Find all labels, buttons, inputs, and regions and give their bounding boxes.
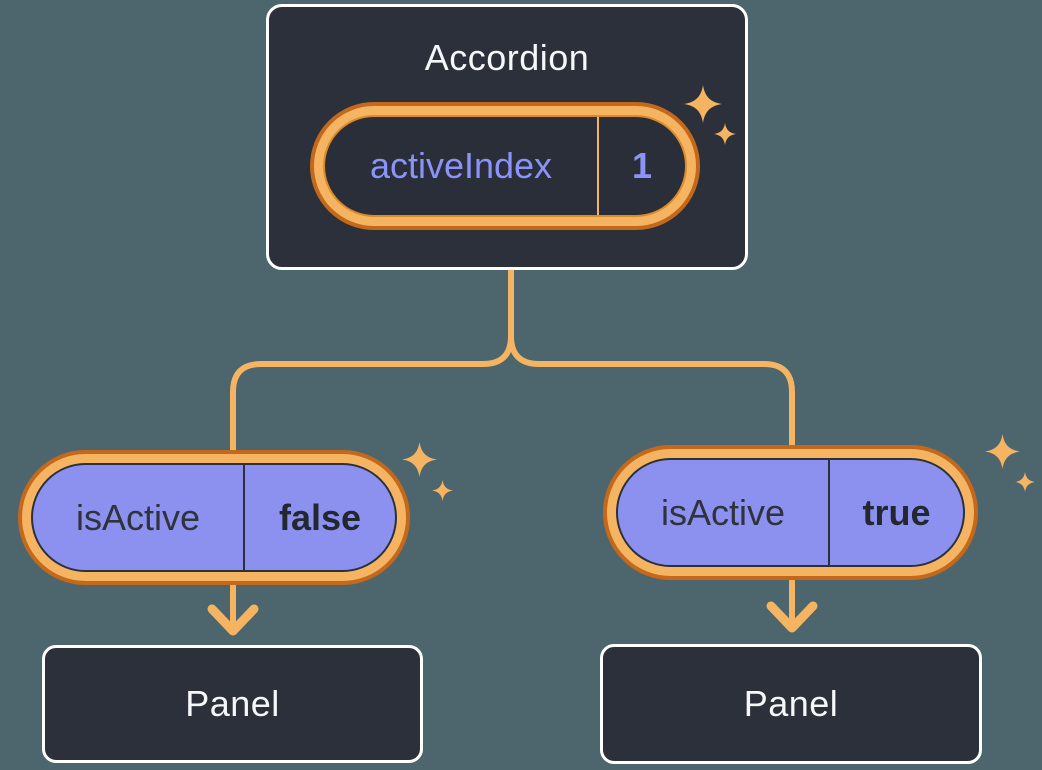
prop-pill-left-body: isActive false xyxy=(31,463,397,572)
prop-value-label: true xyxy=(862,491,931,533)
arrow-head-down-icon xyxy=(207,604,259,636)
panel-label: Panel xyxy=(743,683,839,724)
arrow-head-down-icon xyxy=(766,601,818,633)
state-value-label: 1 xyxy=(631,145,653,186)
prop-pill-left: isActive false xyxy=(18,450,410,585)
prop-pill-right-body: isActive true xyxy=(616,458,965,567)
state-pill: activeIndex 1 xyxy=(310,102,700,230)
accordion-title: Accordion xyxy=(424,37,590,78)
panel-label: Panel xyxy=(185,683,280,724)
prop-key-label: isActive xyxy=(660,491,786,533)
connector-branch-right xyxy=(508,265,795,451)
prop-key-label: isActive xyxy=(75,496,201,538)
panel-node-left: Panel xyxy=(42,645,423,763)
pill-divider xyxy=(243,465,245,570)
state-pill-body: activeIndex 1 xyxy=(323,115,687,217)
pill-divider xyxy=(828,460,830,565)
prop-pill-right: isActive true xyxy=(603,445,978,580)
connector-branch-left xyxy=(230,265,514,455)
panel-node-right: Panel xyxy=(600,644,982,764)
prop-value-label: false xyxy=(278,496,362,538)
pill-divider xyxy=(597,117,599,215)
state-key-label: activeIndex xyxy=(369,145,553,186)
